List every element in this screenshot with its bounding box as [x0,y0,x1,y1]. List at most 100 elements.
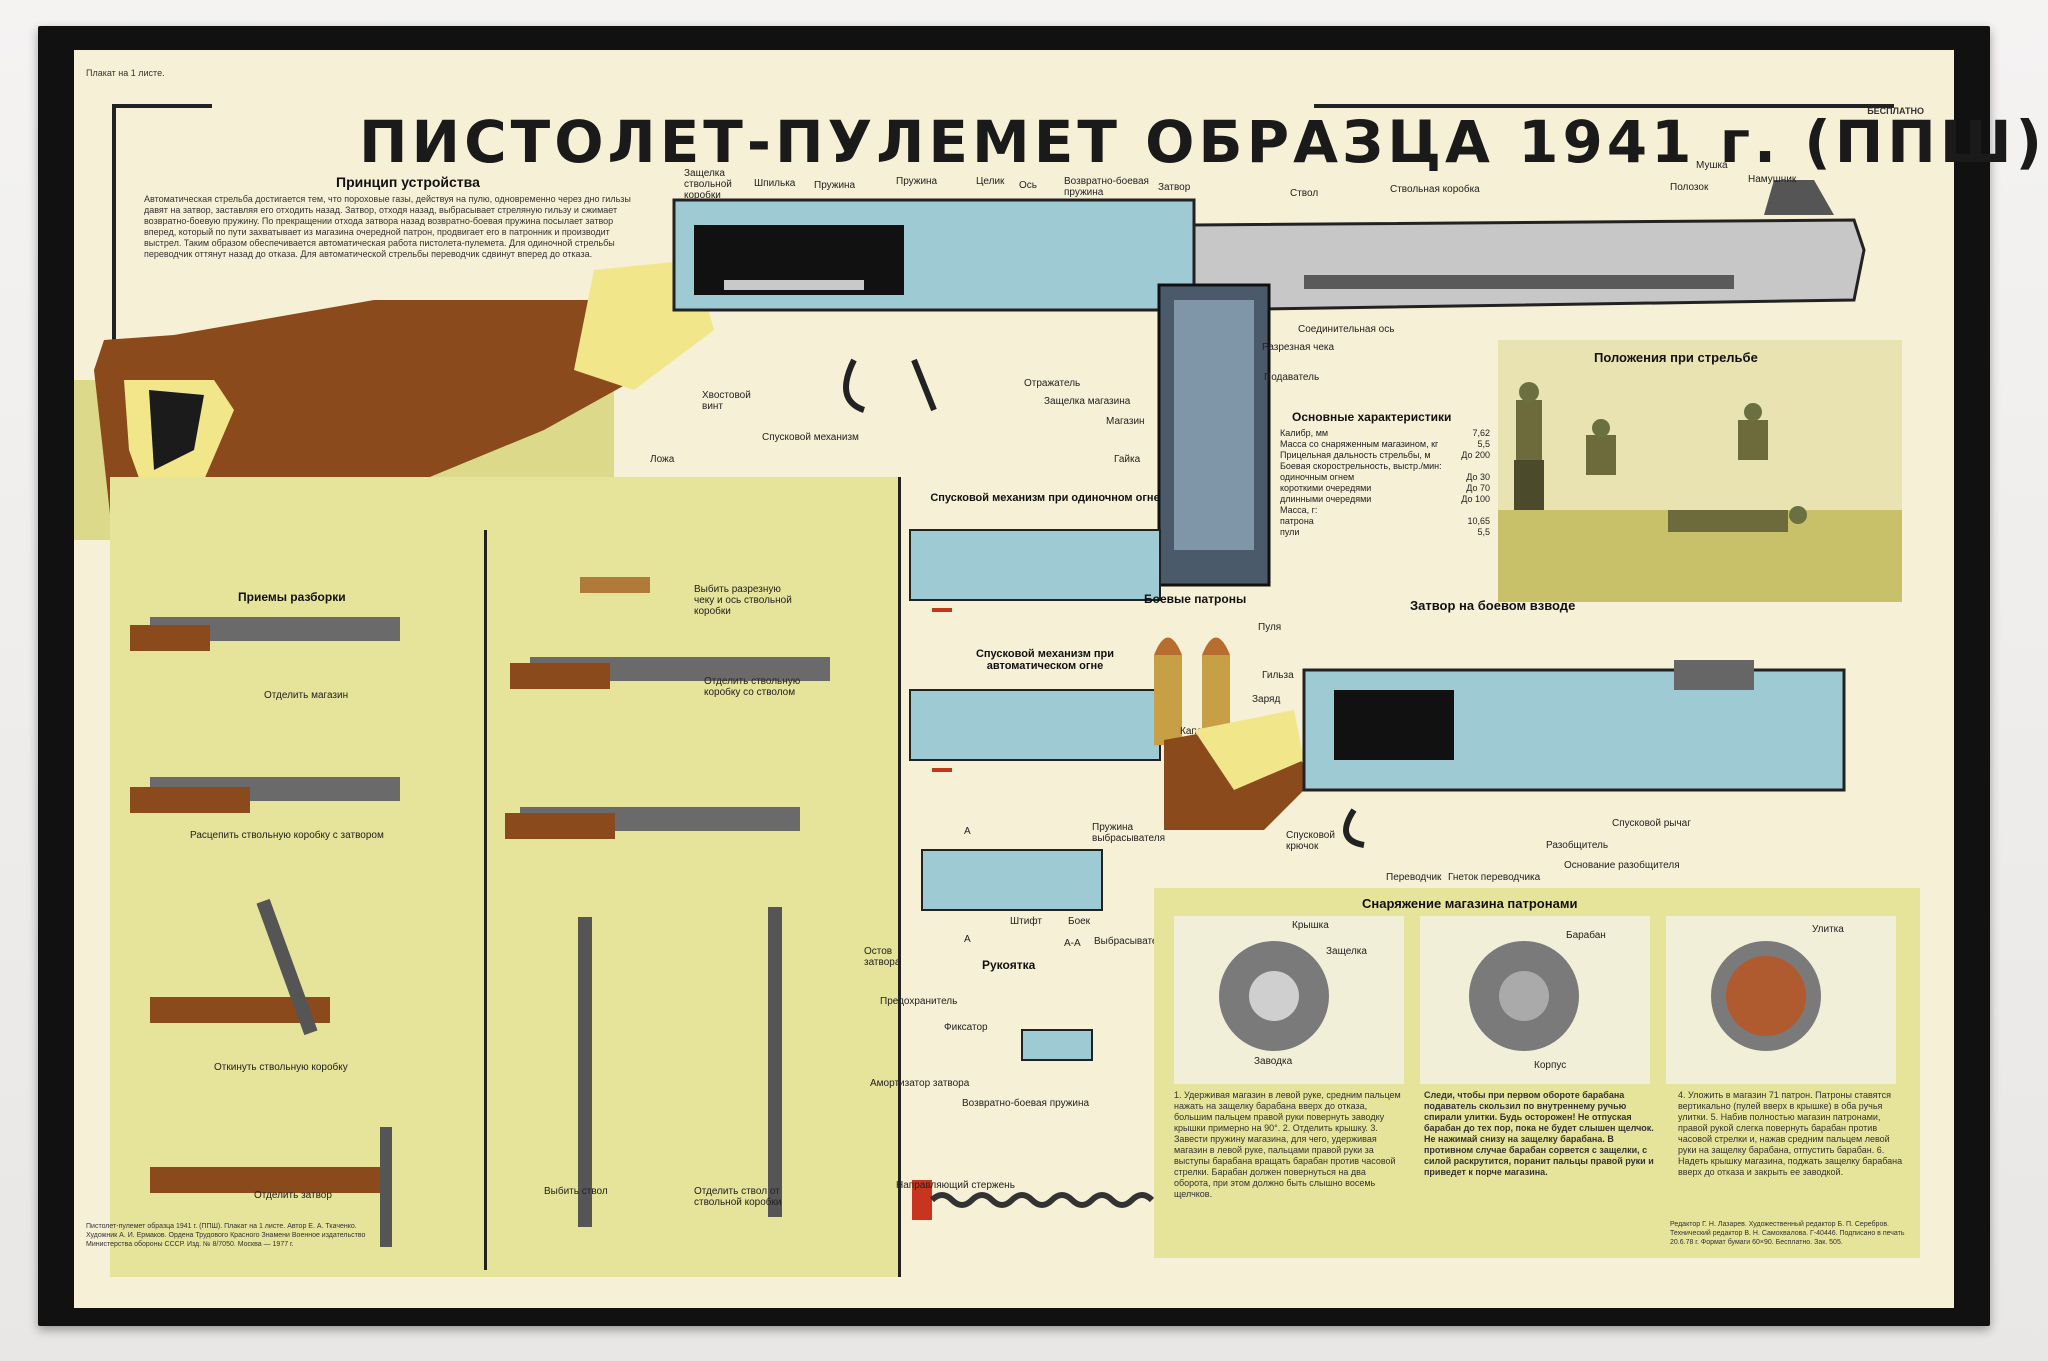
cocked-label-1: Спусковой крючок [1286,830,1335,852]
characteristics-value: 5,5 [1477,439,1490,449]
top-rule-left [112,104,212,108]
caption-7: Выбить ствол [544,1186,608,1197]
label-gayka: Гайка [1114,454,1141,465]
label-polozok: Полозок [1670,182,1709,193]
label-khvostovoy: Хвостовой винт [702,390,751,412]
characteristics-value: 10,65 [1467,516,1490,526]
characteristics-row: пули 5,5 [1280,527,1490,538]
loading-col-3: 4. Уложить в магазин 71 патрон. Патроны … [1678,1090,1903,1177]
bolt-label-6: A [964,826,971,837]
cartridge-label-2: Гильза [1262,670,1294,681]
disassembly-panel [110,477,898,1277]
characteristics-label: патрона [1280,516,1314,526]
characteristics-row: Масса, г: [1280,505,1490,516]
characteristics-label: Прицельная дальность стрельбы, м [1280,450,1431,460]
bolt-label-2: Остов затвора [864,946,901,968]
characteristics-label: Масса со снаряженным магазином, кг [1280,439,1439,449]
footer-left: Пистолет-пулемет образца 1941 г. (ППШ). … [86,1223,366,1248]
trigger [911,358,937,412]
characteristics-label: Масса, г: [1280,505,1318,515]
handle-label-1: Предохранитель [880,996,958,1007]
characteristics-row: патрона 10,65 [1280,516,1490,527]
caption-4: Отделить затвор [254,1190,332,1201]
spring-label-1: Амортизатор затвора [870,1078,970,1089]
loading-col-2: Следи, чтобы при первом обороте барабана… [1424,1090,1654,1177]
label-stvol: Ствол [1290,188,1319,199]
principle-text: Автоматическая стрельба достигается тем,… [144,194,631,259]
label-vozvratno: Возвратно-боевая пружина [1064,176,1149,198]
top-left-note: Плакат на 1 листе. [86,68,165,78]
characteristics-row: Прицельная дальность стрельбы, м До 200 [1280,450,1490,461]
caption-2: Расцепить ствольную коробку с затвором [190,830,384,841]
cocked-label-3: Гнеток переводчика [1448,872,1541,883]
characteristics-value: До 100 [1461,494,1490,504]
label-podavatel: Подаватель [1264,372,1320,383]
label-os: Ось [1019,180,1037,191]
caption-3: Откинуть ствольную коробку [214,1062,348,1073]
label-tselik: Целик [976,176,1005,187]
loading-label-6: Улитка [1812,924,1844,935]
characteristics-value: 5,5 [1477,527,1490,537]
label-razreznaya: Разрезная чека [1262,342,1335,353]
characteristics-label: длинными очередями [1280,494,1372,504]
cartridges-heading: Боевые патроны [1144,592,1247,606]
characteristics-value: 7,62 [1472,428,1490,438]
loading-label-4: Барабан [1566,930,1606,941]
handle-label-2: Фиксатор [944,1022,988,1033]
bolt-label-7: A [964,934,971,945]
barrel [1304,275,1734,289]
caption-5: Выбить разрезную чеку и ось ствольной ко… [694,584,792,617]
disassembly-divider [484,530,487,1270]
label-mushka: Мушка [1696,160,1728,171]
spring-label-2: Возвратно-боевая пружина [962,1098,1090,1109]
caption-8: Отделить ствол от ствольной коробки [694,1186,782,1208]
label-namushnik: Намушник [1748,174,1797,185]
main-cutaway-svg [74,180,1866,587]
cocked-label-2: Переводчик [1386,872,1442,883]
trigger-auto-heading: Спусковой механизм при автоматическом ог… [975,648,1115,672]
bolt-label-1: Пружина выбрасывателя [1092,822,1166,844]
disassembly-right-rule [898,477,901,1277]
disassembly-svg [130,577,830,1247]
characteristics-heading: Основные характеристики [1292,410,1452,424]
loading-label-2: Защелка [1326,946,1367,957]
caption-6: Отделить ствольную коробку со стволом [704,676,801,698]
characteristics-label: Боевая скорострельность, выстр./мин: [1280,461,1442,471]
label-otrazhatel: Отражатель [1024,378,1081,389]
characteristics-row: одиночным огнем До 30 [1280,472,1490,483]
trigger-single-heading: Спусковой механизм при одиночном огне [930,492,1160,504]
label-stvolnaya: Ствольная коробка [1390,184,1480,195]
characteristics-label: Калибр, мм [1280,428,1329,438]
front-sight [1764,180,1834,215]
label-spuskovoy: Спусковой механизм [762,432,859,443]
label-shpilka: Шпилька [754,178,796,189]
characteristics-value: До 30 [1466,472,1490,482]
characteristics-row: Масса со снаряженным магазином, кг 5,5 [1280,439,1490,450]
top-right-note: БЕСПЛАТНО [1867,106,1924,116]
bolt-label-3: Штифт [1010,916,1042,927]
characteristics-label: одиночным огнем [1280,472,1355,482]
positions-heading: Положения при стрельбе [1594,350,1758,365]
label-pruzhina-2: Пружина [896,176,938,187]
characteristics-value: До 200 [1461,450,1490,460]
cocked-label-6: Спусковой рычаг [1612,818,1691,829]
characteristics-row: Калибр, мм 7,62 [1280,428,1490,439]
cartridges-svg [1154,637,1230,745]
firing-positions-panel: Положения при стрельбе [1498,340,1902,602]
poster: Плакат на 1 листе. БЕСПЛАТНО ПИСТОЛЕТ-ПУ… [74,50,2042,1308]
top-rule-right [1314,104,1894,108]
characteristics-label: пули [1280,527,1300,537]
footer-right: Редактор Г. Н. Лазарев. Художественный р… [1670,1221,1905,1246]
cocked-label-4: Основание разобщителя [1564,860,1680,871]
label-soedinitelnaya: Соединительная ось [1298,324,1395,335]
loading-label-1: Крышка [1292,920,1329,931]
cocked-label-5: Разобщитель [1546,840,1609,851]
label-magazin: Магазин [1106,416,1145,427]
loading-label-3: Заводка [1254,1056,1293,1067]
page-title: ПИСТОЛЕТ-ПУЛЕМЕТ ОБРАЗЦА 1941 г. (ППШ) [359,108,2046,176]
bolt-label-4: Боек [1068,916,1091,927]
loading-heading: Снаряжение магазина патронами [1362,896,1578,911]
label-lozha: Ложа [650,454,675,465]
label-zashchelka: Защелка ствольной коробки [684,168,732,201]
